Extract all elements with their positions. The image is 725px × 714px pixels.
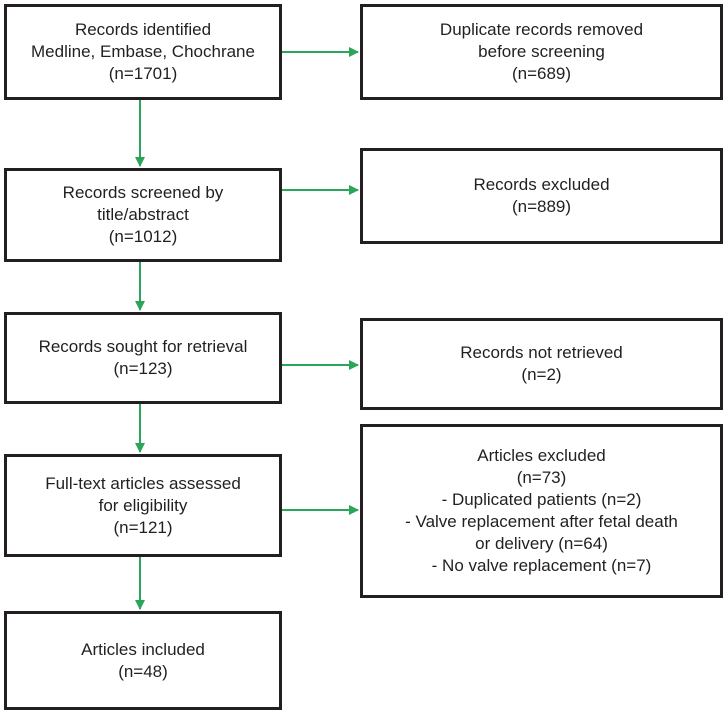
fulltext-line-3: (n=121) — [113, 517, 173, 537]
box-records-not-retrieved: Records not retrieved (n=2) — [360, 318, 723, 410]
records-identified-line-2: Medline, Embase, Chochrane — [31, 42, 255, 61]
box-articles-excluded: Articles excluded (n=73) - Duplicated pa… — [360, 424, 723, 598]
sought-line-2: (n=123) — [113, 359, 173, 378]
box-records-screened: Records screened by title/abstract (n=10… — [4, 168, 282, 262]
not-retrieved-line-1: Records not retrieved — [460, 343, 623, 362]
records-identified-line-1: Records identified — [74, 20, 212, 39]
not-retrieved-line-2: (n=2) — [521, 365, 562, 384]
screened-line-2: title/abstract — [97, 205, 189, 224]
fulltext-line-2: for eligibility — [98, 495, 188, 515]
records-identified-line-3: (n=1701) — [108, 64, 178, 83]
included-line-2: (n=48) — [118, 661, 168, 681]
screened-line-3: (n=1012) — [108, 227, 178, 246]
articles-excluded-line-6: - No valve replacement (n=7) — [431, 556, 652, 575]
excluded-line-1: Records excluded — [473, 175, 610, 194]
excluded-line-2: (n=889) — [511, 197, 572, 216]
box-fulltext-assessed: Full-text articles assessed for eligibil… — [4, 454, 282, 557]
duplicates-line-3: (n=689) — [511, 64, 572, 83]
articles-excluded-line-2: (n=73) — [516, 468, 567, 487]
fulltext-line-1: Full-text articles assessed — [45, 473, 241, 493]
sought-line-1: Records sought for retrieval — [38, 337, 248, 356]
articles-excluded-line-1: Articles excluded — [477, 446, 606, 465]
box-records-identified: Records identified Medline, Embase, Choc… — [4, 4, 282, 100]
duplicates-line-1: Duplicate records removed — [439, 20, 644, 39]
articles-excluded-line-5: or delivery (n=64) — [475, 534, 608, 553]
articles-excluded-line-4: - Valve replacement after fetal death — [405, 512, 678, 531]
box-articles-included: Articles included (n=48) — [4, 611, 282, 710]
box-records-excluded: Records excluded (n=889) — [360, 148, 723, 244]
duplicates-line-2: before screening — [478, 42, 605, 61]
screened-line-1: Records screened by — [62, 183, 224, 202]
box-duplicates-removed: Duplicate records removed before screeni… — [360, 4, 723, 100]
included-line-1: Articles included — [81, 639, 205, 659]
box-records-sought: Records sought for retrieval (n=123) — [4, 312, 282, 404]
articles-excluded-line-3: - Duplicated patients (n=2) — [441, 490, 642, 509]
